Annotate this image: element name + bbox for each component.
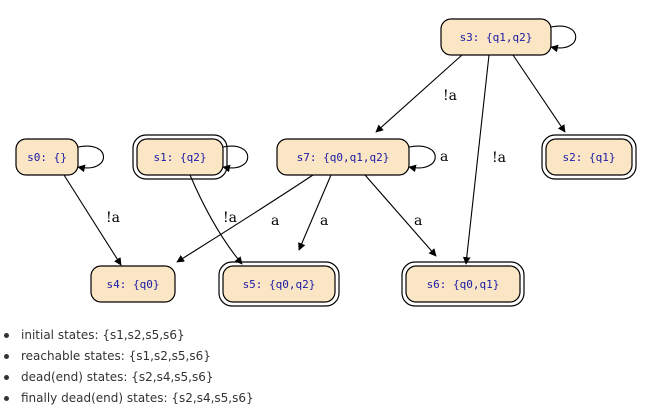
fact-finally-dead-states: finally dead(end) states: {s2,s4,s5,s6}	[0, 388, 254, 409]
state-node-s6: s6: {q0,q1}	[401, 261, 525, 307]
edge-label-s3-s7: !a	[443, 88, 457, 104]
edge-label-s1-s5: !a	[223, 210, 237, 226]
edge-s7-to-s4	[176, 174, 314, 263]
accepting-ring-s6	[401, 261, 525, 307]
state-facts-list: initial states: {s1,s2,s5,s6} reachable …	[0, 325, 254, 409]
state-node-s7: s7: {q0,q1,q2}	[276, 138, 410, 176]
state-node-s5: s5: {q0,q2}	[218, 261, 340, 307]
edge-s7-to-s5	[298, 174, 332, 251]
state-label-s6: s6: {q0,q1}	[427, 278, 500, 291]
edge-label-s7-s4: a	[271, 213, 279, 229]
state-label-s5: s5: {q0,q2}	[243, 278, 316, 291]
state-node-s2: s2: {q1}	[541, 134, 637, 180]
state-box-s5	[222, 265, 336, 303]
edge-s3-to-s7	[375, 54, 463, 133]
fact-dead-states: dead(end) states: {s2,s4,s5,s6}	[0, 367, 254, 388]
state-box-s2	[545, 138, 633, 176]
state-box-s3	[440, 18, 552, 56]
edge-label-s7-s5: a	[320, 213, 328, 229]
accepting-ring-s2	[541, 134, 637, 180]
state-node-s3: s3: {q1,q2}	[440, 18, 552, 56]
state-label-s2: s2: {q1}	[563, 151, 616, 164]
edge-s7-to-s6	[364, 174, 437, 257]
self-loop-s7	[408, 145, 436, 173]
self-loop-s3	[550, 25, 577, 53]
edge-label-s0-s4: !a	[106, 210, 120, 226]
fact-initial-states: initial states: {s1,s2,s5,s6}	[0, 325, 254, 346]
edge-s3-to-s6	[462, 54, 490, 265]
edge-label-s7-s6: a	[414, 213, 422, 229]
state-box-s6	[405, 265, 521, 303]
accepting-ring-s1	[132, 134, 228, 180]
state-node-s1: s1: {q2}	[132, 134, 228, 180]
state-label-s3: s3: {q1,q2}	[460, 31, 533, 44]
state-label-s4: s4: {q0}	[107, 278, 160, 291]
state-box-s0	[15, 138, 79, 176]
state-box-s7	[276, 138, 410, 176]
self-loop-s1	[222, 145, 249, 173]
state-node-s4: s4: {q0}	[90, 265, 176, 303]
edge-label-s7-s7: a	[440, 149, 448, 165]
state-box-s1	[136, 138, 224, 176]
state-label-s0: s0: {}	[27, 151, 67, 164]
state-label-s7: s7: {q0,q1,q2}	[297, 151, 390, 164]
edge-label-s3-s6: !a	[492, 150, 506, 166]
state-label-s1: s1: {q2}	[154, 151, 207, 164]
edge-s0-to-s4	[63, 174, 122, 266]
edge-s1-to-s5	[189, 174, 243, 265]
state-diagram: a !a !a !a !a a a a s0: {} s1: {q2} s2: {q1} s3: {…	[15, 18, 637, 307]
accepting-ring-s5	[218, 261, 340, 307]
edge-s3-to-s2	[512, 54, 566, 133]
fact-reachable-states: reachable states: {s1,s2,s5,s6}	[0, 346, 254, 367]
state-box-s4	[90, 265, 176, 303]
state-node-s0: s0: {}	[15, 138, 79, 176]
self-loop-s0	[77, 145, 104, 173]
